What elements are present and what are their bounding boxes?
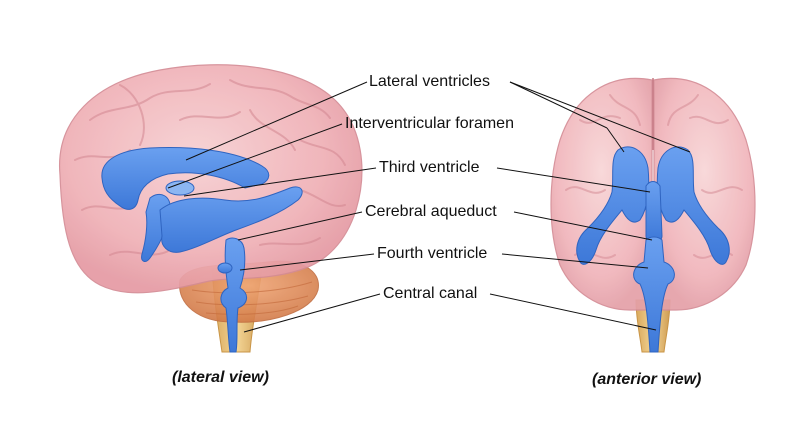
leader-lateral-ventricles-right-a2: [606, 127, 625, 153]
leader-cerebral-aqueduct-right: [513, 211, 653, 241]
caption-lateral-view: (lateral view): [172, 369, 269, 386]
anterior-brain: [550, 77, 756, 353]
caption-anterior-view: (anterior view): [592, 371, 702, 388]
anterior-third-ventricle: [645, 181, 663, 243]
leader-third-ventricle-left: [183, 167, 377, 197]
lateral-third-ventricle: [159, 186, 303, 253]
leader-central-canal-left: [243, 293, 381, 333]
leader-lateral-ventricles-right-b: [509, 81, 691, 153]
leader-cerebral-aqueduct-left: [237, 211, 363, 241]
leader-third-ventricle-right: [496, 167, 651, 193]
label-third-ventricle: Third ventricle: [379, 159, 480, 176]
leader-lateral-ventricles-right-a: [509, 81, 608, 129]
leader-fourth-ventricle-left: [239, 253, 375, 271]
lateral-ventricle-system: [101, 147, 303, 353]
label-lateral-ventricles: Lateral ventricles: [369, 73, 490, 90]
label-cerebral-aqueduct: Cerebral aqueduct: [365, 203, 497, 220]
leader-lateral-ventricles-left: [185, 81, 368, 161]
anterior-right-hemisphere: [653, 77, 756, 311]
anterior-fourth-ventricle-canal: [633, 236, 675, 353]
anterior-ventricle-system: [576, 146, 730, 353]
lateral-cerebellum-folds: [191, 281, 313, 315]
leader-lines: [167, 81, 691, 333]
label-fourth-ventricle: Fourth ventricle: [377, 245, 488, 262]
anterior-left-hemisphere: [550, 77, 653, 311]
label-central-canal: Central canal: [383, 285, 478, 302]
lateral-lateral-ventricle: [101, 147, 270, 210]
leader-fourth-ventricle-right: [501, 253, 649, 269]
leader-central-canal-right: [489, 293, 657, 331]
leader-interventricular-foramen: [167, 123, 343, 189]
lateral-brain: [59, 64, 363, 353]
lateral-cerebrum: [59, 64, 363, 294]
label-interventricular-foramen: Interventricular foramen: [345, 115, 514, 132]
